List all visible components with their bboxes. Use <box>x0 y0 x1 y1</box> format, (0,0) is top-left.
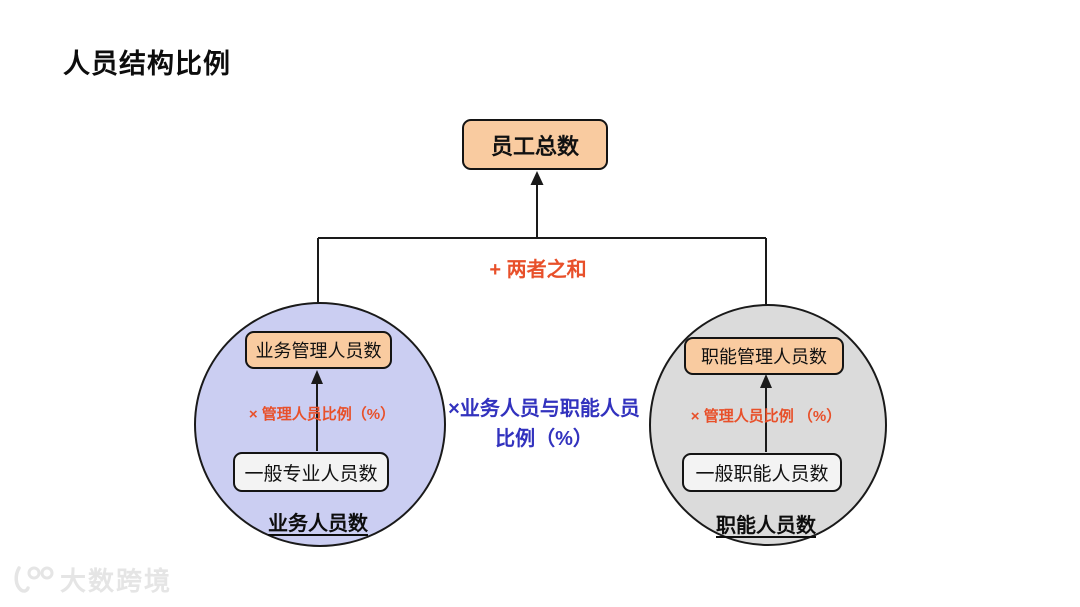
watermark: 大数跨境 <box>10 561 172 598</box>
total-employees-box: 员工总数 <box>462 119 608 170</box>
total-employees-label: 员工总数 <box>490 133 579 159</box>
cross-ratio-operator-label: ×业务人员与职能人员 比例（%） <box>444 394 644 454</box>
general-professional-box: 一般专业人员数 <box>233 452 389 492</box>
cross-ratio-line2: 比例（%） <box>495 428 593 450</box>
left-manager-ratio-label: × 管理人员比例（%） <box>248 406 396 423</box>
right-manager-ratio-label: × 管理人员比例 （%） <box>690 408 842 425</box>
functional-group-label: 职能人员数 <box>716 515 816 537</box>
page-title: 人员结构比例 <box>63 49 231 79</box>
functional-managers-box: 职能管理人员数 <box>684 337 844 375</box>
general-professional-label: 一般专业人员数 <box>244 463 378 485</box>
brand-100-logo-icon <box>14 565 54 593</box>
arrow-up-to-total-icon <box>530 171 544 238</box>
watermark-brand-text: 大数跨境 <box>60 566 173 596</box>
business-managers-label: 业务管理人员数 <box>255 341 382 361</box>
functional-managers-label: 职能管理人员数 <box>701 347 827 367</box>
cross-ratio-line1: ×业务人员与职能人员 <box>448 398 640 420</box>
general-functional-box: 一般职能人员数 <box>682 453 842 492</box>
business-group-label: 业务人员数 <box>268 513 368 535</box>
business-managers-box: 业务管理人员数 <box>245 331 392 369</box>
general-functional-label: 一般职能人员数 <box>695 464 829 485</box>
sum-operator-label: + 两者之和 <box>489 259 587 281</box>
